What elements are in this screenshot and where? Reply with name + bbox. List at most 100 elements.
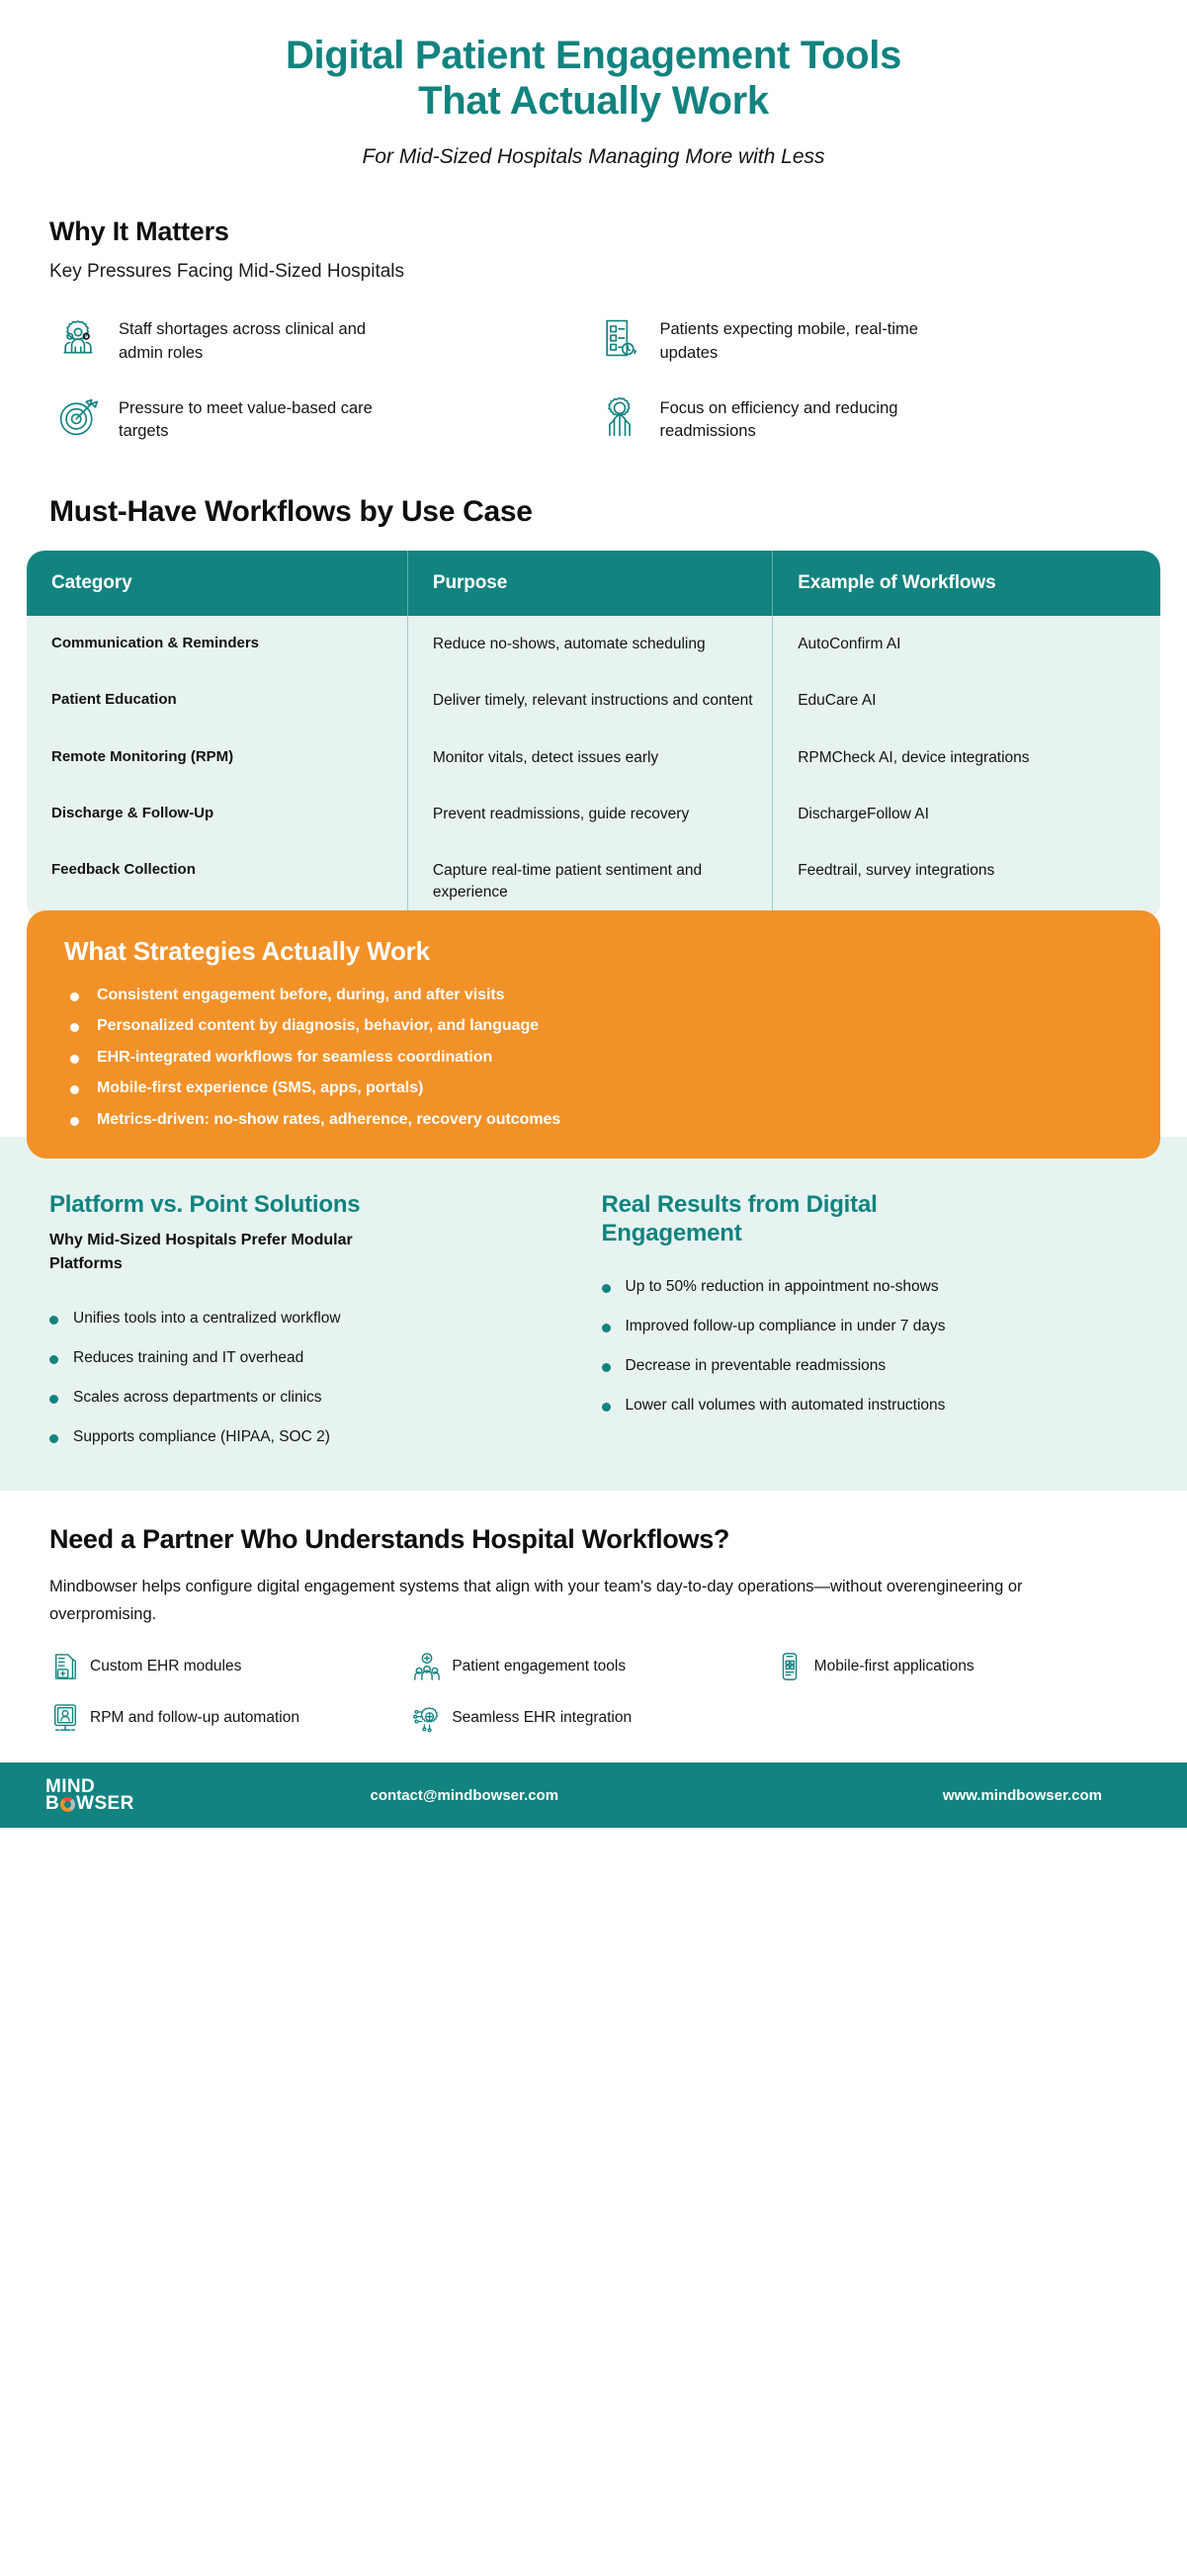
bullet-dot-icon	[601, 1363, 611, 1373]
cta-section: Need a Partner Who Understands Hospital …	[0, 1491, 1187, 1734]
page-subtitle: For Mid-Sized Hospitals Managing More wi…	[362, 145, 825, 169]
bullet-dot-icon	[70, 1116, 79, 1126]
list-item: Mobile-first experience (SMS, apps, port…	[64, 1067, 1123, 1098]
table-row: Patient Education Deliver timely, releva…	[27, 672, 1160, 730]
why-it-matters-section: Why It Matters Key Pressures Facing Mid-…	[0, 216, 1187, 444]
list-item-label: Scales across departments or clinics	[73, 1388, 322, 1406]
target-arrow-icon	[55, 394, 101, 440]
logo-line-2: B WSER	[45, 1793, 134, 1815]
service-item: RPM and follow-up automation	[51, 1703, 413, 1733]
pressure-item-label: Focus on efficiency and reducing readmis…	[659, 399, 898, 441]
cell-purpose: Capture real-time patient sentiment and …	[406, 842, 773, 921]
logo-text-b: B	[45, 1793, 60, 1815]
list-item: Personalized content by diagnosis, behav…	[64, 1004, 1123, 1036]
service-item: Patient engagement tools	[413, 1652, 775, 1681]
footer-website[interactable]: www.mindbowser.com	[942, 1786, 1102, 1804]
list-item-label: Mobile-first experience (SMS, apps, port…	[97, 1079, 424, 1097]
bullet-dot-icon	[49, 1433, 58, 1443]
list-item: Up to 50% reduction in appointment no-sh…	[601, 1267, 1139, 1307]
list-item-label: Consistent engagement before, during, an…	[97, 986, 505, 1003]
pressure-item: Staff shortages across clinical and admi…	[55, 315, 597, 365]
results-column: Real Results from Digital Engagement Up …	[601, 1190, 1139, 1457]
results-heading: Real Results from Digital Engagement	[601, 1190, 878, 1246]
list-item: Scales across departments or clinics	[49, 1378, 586, 1417]
list-item: Consistent engagement before, during, an…	[64, 973, 1123, 1004]
table-row: Feedback Collection Capture real-time pa…	[27, 842, 1160, 921]
why-it-matters-heading: Why It Matters	[49, 216, 229, 247]
workflows-heading: Must-Have Workflows by Use Case	[49, 494, 533, 528]
list-item: Improved follow-up compliance in under 7…	[601, 1307, 1139, 1346]
list-item: Metrics-driven: no-show rates, adherence…	[64, 1097, 1123, 1129]
list-item-label: Unifies tools into a centralized workflo…	[73, 1309, 341, 1327]
strategies-list: Consistent engagement before, during, an…	[64, 973, 1123, 1129]
column-header-purpose: Purpose	[406, 550, 773, 616]
list-item-label: Lower call volumes with automated instru…	[625, 1397, 946, 1415]
pressure-item: Pressure to meet value-based care target…	[55, 394, 597, 444]
table-body: Communication & Reminders Reduce no-show…	[27, 615, 1160, 921]
cell-category: Remote Monitoring (RPM)	[27, 729, 408, 786]
mindbowser-logo: MIND B WSER	[45, 1777, 134, 1815]
service-label: Custom EHR modules	[90, 1658, 242, 1675]
comparison-grid: Platform vs. Point Solutions Why Mid-Siz…	[49, 1190, 1138, 1457]
pressure-grid: Staff shortages across clinical and admi…	[49, 315, 1138, 444]
checklist-clock-icon	[597, 315, 642, 361]
cell-category: Communication & Reminders	[27, 615, 408, 673]
service-label: Mobile-first applications	[813, 1658, 975, 1675]
page-title: Digital Patient Engagement Tools That Ac…	[59, 34, 1128, 124]
bullet-dot-icon	[601, 1324, 611, 1333]
strategies-heading: What Strategies Actually Work	[64, 936, 430, 967]
list-item: Reduces training and IT overhead	[49, 1338, 586, 1378]
cell-example: Feedtrail, survey integrations	[772, 842, 1160, 921]
column-header-category: Category	[27, 550, 408, 616]
list-item-label: EHR-integrated workflows for seamless co…	[97, 1048, 493, 1066]
page-title-line-2: That Actually Work	[418, 78, 769, 123]
list-item: Lower call volumes with automated instru…	[601, 1386, 1139, 1425]
pressure-item-label: Patients expecting mobile, real-time upd…	[659, 320, 918, 362]
bullet-dot-icon	[70, 1054, 79, 1064]
workflows-table: Category Purpose Example of Workflows Co…	[27, 550, 1160, 921]
footer-email[interactable]: contact@mindbowser.com	[370, 1786, 559, 1804]
service-item: Mobile-first applications	[776, 1652, 1138, 1681]
list-item-label: Improved follow-up compliance in under 7…	[625, 1318, 946, 1335]
bullet-dot-icon	[601, 1284, 611, 1294]
bullet-dot-icon	[70, 1023, 79, 1033]
cell-purpose: Deliver timely, relevant instructions an…	[406, 672, 773, 730]
bullet-dot-icon	[601, 1403, 611, 1413]
platform-column: Platform vs. Point Solutions Why Mid-Siz…	[49, 1190, 586, 1457]
list-item-label: Decrease in preventable readmissions	[625, 1357, 887, 1375]
bullet-dot-icon	[49, 1394, 58, 1404]
services-grid: Custom EHR modules Patient engage	[49, 1652, 1138, 1733]
pressure-item: Focus on efficiency and reducing readmis…	[597, 394, 1139, 444]
platform-subheading: Why Mid-Sized Hospitals Prefer Modular P…	[49, 1231, 353, 1273]
bullet-dot-icon	[70, 991, 79, 1001]
list-item-label: Reduces training and IT overhead	[73, 1348, 304, 1366]
cell-category: Patient Education	[27, 672, 408, 730]
column-header-example: Example of Workflows	[772, 550, 1160, 616]
cell-purpose: Prevent readmissions, guide recovery	[406, 786, 773, 843]
platform-list: Unifies tools into a centralized workflo…	[49, 1299, 586, 1457]
pressure-item: Patients expecting mobile, real-time upd…	[597, 315, 1139, 365]
cell-purpose: Monitor vitals, detect issues early	[406, 729, 773, 786]
service-label: Seamless EHR integration	[452, 1709, 633, 1727]
cell-example: DischargeFollow AI	[772, 786, 1160, 843]
list-item-label: Metrics-driven: no-show rates, adherence…	[97, 1110, 561, 1128]
list-item: EHR-integrated workflows for seamless co…	[64, 1035, 1123, 1067]
list-item-label: Personalized content by diagnosis, behav…	[97, 1017, 540, 1035]
hero-section: Digital Patient Engagement Tools That Ac…	[0, 0, 1187, 169]
gear-growth-icon	[597, 394, 642, 440]
gear-circuit-icon	[413, 1703, 441, 1733]
cell-example: EduCare AI	[772, 672, 1160, 730]
service-item: Custom EHR modules	[51, 1652, 413, 1681]
comparison-band: Platform vs. Point Solutions Why Mid-Siz…	[0, 1136, 1187, 1491]
table-header-row: Category Purpose Example of Workflows	[27, 550, 1160, 616]
cell-category: Feedback Collection	[27, 842, 408, 921]
cell-example: AutoConfirm AI	[772, 615, 1160, 673]
table-row: Remote Monitoring (RPM) Monitor vitals, …	[27, 729, 1160, 786]
logo-circle-mark-icon	[60, 1796, 76, 1812]
list-item: Supports compliance (HIPAA, SOC 2)	[49, 1417, 586, 1457]
page-title-line-1: Digital Patient Engagement Tools	[285, 34, 902, 77]
staff-gear-icon	[55, 315, 101, 361]
table-row: Discharge & Follow-Up Prevent readmissio…	[27, 786, 1160, 843]
results-list: Up to 50% reduction in appointment no-sh…	[601, 1267, 1139, 1425]
